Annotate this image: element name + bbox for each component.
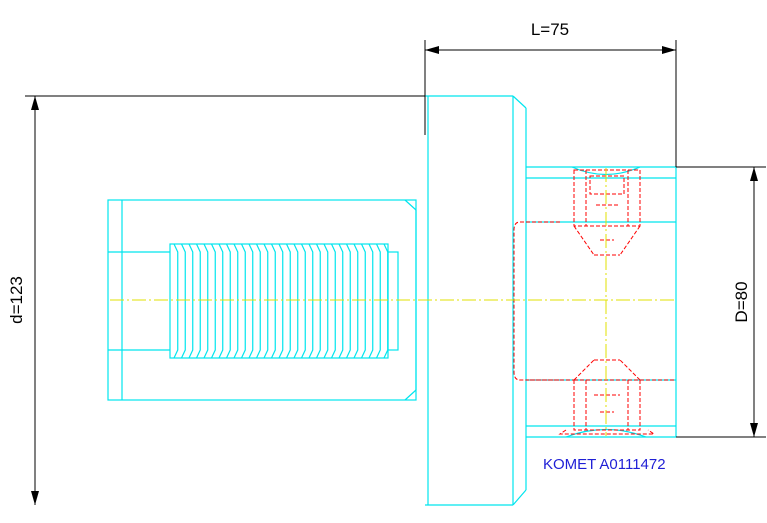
thread-tooth: [345, 243, 351, 359]
thread-lines: [173, 243, 389, 359]
thread-tooth: [285, 243, 291, 359]
thread-tooth: [278, 243, 284, 359]
bore-hidden: [513, 221, 560, 381]
thread-tooth: [263, 243, 269, 359]
thread-tooth: [338, 243, 344, 359]
thread-tooth: [203, 243, 209, 359]
top-screw-hidden: [573, 169, 641, 256]
thread-tooth: [315, 243, 321, 359]
thread-tooth: [330, 243, 336, 359]
thread-tooth: [353, 243, 359, 359]
dimension-inner-diameter: D=80: [676, 166, 766, 438]
bottom-screw-hidden: [530, 359, 676, 435]
thread-tooth: [375, 243, 381, 359]
thread-tooth: [240, 243, 246, 359]
thread-tooth: [233, 243, 239, 359]
thread-tooth: [270, 243, 276, 359]
thread-tooth: [323, 243, 329, 359]
thread-tooth: [248, 243, 254, 359]
sleeve: [526, 166, 677, 438]
thread-tooth: [210, 243, 216, 359]
thread-tooth: [218, 243, 224, 359]
part-number-label: KOMET A0111472: [543, 456, 666, 473]
thread-tooth: [368, 243, 374, 359]
length-dimension-text: L=75: [531, 20, 569, 39]
inner-diameter-dimension-text: D=80: [732, 281, 751, 322]
thread-tooth: [255, 243, 261, 359]
thread-tooth: [308, 243, 314, 359]
thread-tooth: [195, 243, 201, 359]
thread-tooth: [225, 243, 231, 359]
thread-region: [169, 243, 389, 359]
thread-tooth: [188, 243, 194, 359]
hidden-features: [513, 169, 676, 435]
dimension-outer-diameter: d=123: [7, 95, 425, 505]
thread-tooth: [293, 243, 299, 359]
thread-tooth: [383, 243, 389, 359]
centerlines: [110, 168, 676, 436]
thread-tooth: [173, 243, 179, 359]
outer-diameter-dimension-text: d=123: [7, 276, 26, 324]
dimension-length: L=75: [424, 20, 677, 167]
thread-tooth: [360, 243, 366, 359]
part-outline: [107, 95, 677, 506]
thread-tooth: [300, 243, 306, 359]
thread-tooth: [180, 243, 186, 359]
